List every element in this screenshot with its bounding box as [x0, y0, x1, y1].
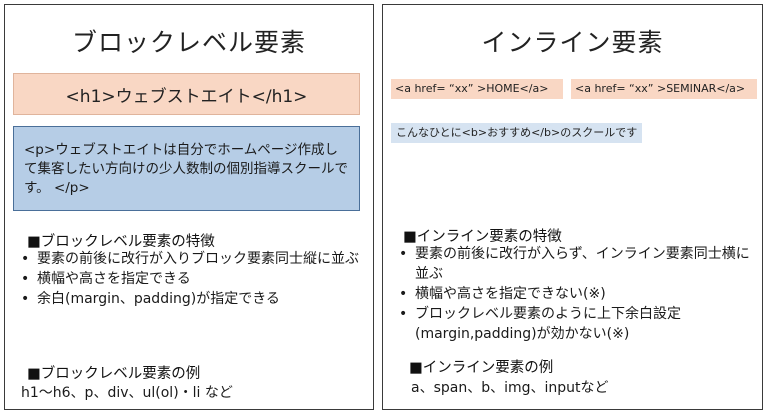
list-item: ブロックレベル要素のように上下余白設定(margin,padding)が効かない… — [397, 304, 757, 344]
block-level-panel: ブロックレベル要素 <h1>ウェブストエイト</h1> <p>ウェブストエイトは… — [4, 4, 374, 410]
block-level-title: ブロックレベル要素 — [71, 28, 306, 57]
inline-panel: インライン要素 <a href= “xx” >HOME</a> <a href=… — [382, 4, 763, 410]
block-features-heading: ■ブロックレベル要素の特徴 — [27, 234, 215, 250]
inline-features-heading: ■インライン要素の特徴 — [403, 229, 562, 245]
inline-features-list: 要素の前後に改行が入らず、インライン要素同士横に並ぶ 横幅や高さを指定できない(… — [397, 244, 757, 344]
list-item: 横幅や高さを指定できない(※) — [397, 284, 757, 304]
list-item: 要素の前後に改行が入らず、インライン要素同士横に並ぶ — [397, 244, 757, 284]
inline-title: インライン要素 — [481, 28, 664, 57]
inline-home-example: <a href= “xx” >HOME</a> — [391, 79, 563, 99]
list-item: 余白(margin、padding)が指定できる — [19, 289, 367, 309]
list-item: 横幅や高さを指定できる — [19, 269, 367, 289]
block-examples-heading: ■ブロックレベル要素の例 — [27, 366, 201, 382]
block-examples-text: h1～h6、p、div、ul(ol)・li など — [21, 385, 233, 401]
inline-seminar-example: <a href= “xx” >SEMINAR</a> — [571, 79, 757, 99]
h1-example-box: <h1>ウェブストエイト</h1> — [13, 73, 360, 115]
inline-examples-heading: ■インライン要素の例 — [409, 360, 554, 376]
block-features-list: 要素の前後に改行が入りブロック要素同士縦に並ぶ 横幅や高さを指定できる 余白(m… — [19, 249, 367, 309]
p-example-box: <p>ウェブストエイトは自分でホームページ作成して集客したい方向けの少人数制の個… — [13, 126, 360, 211]
list-item: 要素の前後に改行が入りブロック要素同士縦に並ぶ — [19, 249, 367, 269]
inline-examples-text: a、span、b、img、inputなど — [411, 380, 609, 396]
inline-p-example: こんなひとに<b>おすすめ</b>のスクールです — [391, 123, 643, 143]
